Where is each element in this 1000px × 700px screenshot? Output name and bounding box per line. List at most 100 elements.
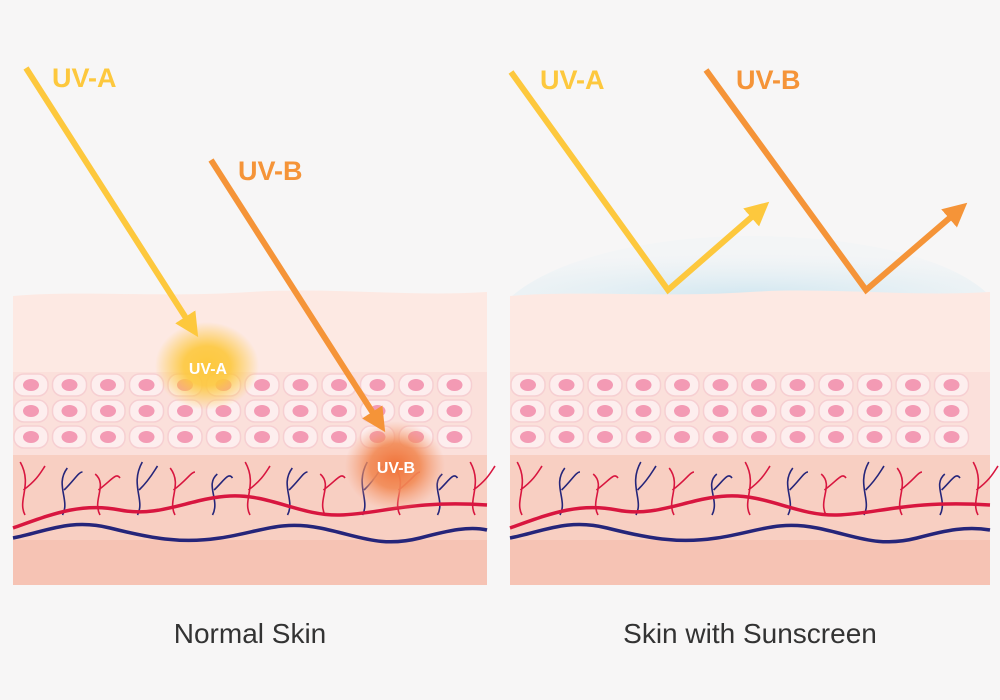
arteriole [668,467,695,516]
uvb-label: UV-B [736,65,801,95]
cell-nucleus [215,431,232,443]
cell-nucleus [558,379,575,391]
cell-nucleus [828,405,844,417]
cell-nucleus [446,431,463,443]
cell-nucleus [751,405,767,417]
uva-label: UV-A [540,65,605,95]
arteriole [19,461,46,516]
cell-nucleus [369,379,386,391]
panel-normal-skin: UV-A UV-B UV-A UV-B [12,63,496,585]
cell-nucleus [905,431,921,443]
cell-nucleus [635,405,652,417]
cell-nucleus [331,379,347,391]
cell-nucleus [23,405,39,417]
cell-nucleus [674,379,690,391]
caption-skin-with-sunscreen: Skin with Sunscreen [623,618,877,649]
vein [12,522,488,544]
cell-nucleus [254,379,270,391]
cell-nucleus [789,431,806,443]
venule [286,467,308,516]
cell-nucleus [943,405,960,417]
cell-nucleus [100,379,116,391]
cell-nucleus [597,405,613,417]
cell-nucleus [635,431,652,443]
venule [211,473,234,516]
cell-nucleus [138,379,155,391]
cell-nucleus [331,405,347,417]
cell-nucleus [331,431,347,443]
cell-nucleus [751,431,767,443]
cell-nucleus [674,431,690,443]
cell-nucleus [292,405,309,417]
cell-nucleus [558,431,575,443]
cell-nucleus [100,405,116,417]
cell-nucleus [597,379,613,391]
cell-rows [13,373,473,449]
cell-nucleus [520,379,536,391]
cell-nucleus [866,379,883,391]
dermis-lower-band [13,540,487,585]
skin-cross-section [509,290,999,585]
caption-normal-skin: Normal Skin [173,618,327,649]
cell-nucleus [254,405,270,417]
uvb-absorption-glow [345,421,445,511]
uvb-glow-label: UV-B [377,460,415,477]
cell-rows [510,373,970,449]
arteriole [592,473,619,516]
cell-nucleus [789,405,806,417]
cell-nucleus [751,379,767,391]
cell-nucleus [905,379,921,391]
arteriole [972,461,999,516]
arteriole [94,473,121,516]
cell-nucleus [292,379,309,391]
uva-ray-reflected [508,70,770,295]
cell-nucleus [712,431,729,443]
cell-nucleus [138,405,155,417]
venule [710,473,733,516]
cell-nucleus [635,379,652,391]
cell-nucleus [23,431,39,443]
uvb-label: UV-B [238,156,303,186]
artery [509,494,991,530]
cell-nucleus [828,431,844,443]
cell-nucleus [254,431,270,443]
cell-nucleus [177,405,193,417]
cell-nucleus [61,405,78,417]
arteriole [820,473,847,516]
cell-nucleus [408,405,424,417]
cell-nucleus [558,405,575,417]
cell-nucleus [789,379,806,391]
cell-nucleus [61,379,78,391]
arteriole [744,461,771,516]
cell-nucleus [446,379,463,391]
cell-nucleus [292,431,309,443]
cell-nucleus [520,405,536,417]
arteriole [319,473,346,516]
cell-nucleus [138,431,155,443]
cell-nucleus [61,431,78,443]
cell-nucleus [905,405,921,417]
arteriole [169,467,196,516]
cell-nucleus [674,405,690,417]
cell-nucleus [866,405,883,417]
uva-label: UV-A [52,63,117,93]
uva-ray [23,66,199,338]
cell-nucleus [100,431,116,443]
venule [786,467,809,516]
epidermis-layer [510,290,990,372]
cell-nucleus [520,431,536,443]
uva-absorption-glow [155,322,259,410]
cell-nucleus [177,431,193,443]
vein [509,522,991,544]
uva-glow-label: UV-A [189,361,228,378]
panel-skin-with-sunscreen: UV-A UV-B [508,65,999,585]
venule [938,473,961,516]
arteriole [469,461,496,516]
sunscreen-layer [512,236,990,296]
cell-nucleus [828,379,844,391]
cell-nucleus [943,431,960,443]
cell-nucleus [408,379,424,391]
dermis-lower-band [510,540,990,585]
cell-nucleus [446,405,463,417]
